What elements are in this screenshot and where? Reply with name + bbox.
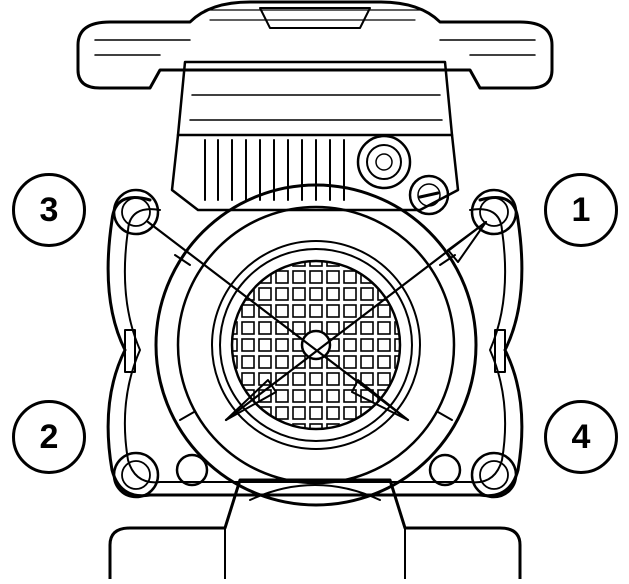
grille-cell (343, 406, 357, 420)
grille-cell (326, 406, 340, 420)
grille-cell (326, 304, 340, 318)
grille-cell (360, 304, 374, 318)
grille-cell (241, 304, 255, 318)
grille-cell (309, 261, 323, 267)
grille-cell (292, 261, 306, 267)
grille-cell (292, 372, 306, 386)
grille-cell (258, 287, 272, 301)
grille-cell (275, 355, 289, 369)
grille-cell (343, 389, 357, 403)
grille-cell (292, 355, 306, 369)
grille-cell (309, 287, 323, 301)
grille-cell (326, 270, 340, 284)
grille-cell (343, 321, 357, 335)
grille-cell (343, 372, 357, 386)
grille-cell (292, 389, 306, 403)
grille-cell (326, 355, 340, 369)
grille-cell (258, 338, 272, 352)
terminal-box (170, 60, 460, 212)
grille-cell (326, 389, 340, 403)
grille-cell (292, 304, 306, 318)
grille-cell (343, 304, 357, 318)
grille-cell (377, 338, 391, 352)
grille-cell (275, 406, 289, 420)
grille-cell (377, 372, 391, 386)
grille-cell (309, 304, 323, 318)
grille-cell (275, 389, 289, 403)
grille-cell (343, 270, 357, 284)
grille-cell (275, 287, 289, 301)
tightening-sequence-lines (146, 220, 488, 422)
callout-3: 3 (12, 173, 86, 247)
grille-cell (258, 355, 272, 369)
grille-cell (241, 321, 255, 335)
callout-2-label: 2 (39, 417, 59, 456)
grille-cell (326, 423, 340, 429)
grille-cell (309, 389, 323, 403)
housing-bolts (112, 188, 518, 499)
grille-cell (309, 423, 323, 429)
grille-cell (377, 304, 391, 318)
grille-cell (232, 321, 238, 335)
grille-cell (394, 338, 400, 352)
pump-base (108, 478, 522, 581)
grille-cell (292, 270, 306, 284)
grille-cell (292, 423, 306, 429)
grille-cell (309, 372, 323, 386)
grille-cell (232, 338, 238, 352)
grille-cell (360, 338, 374, 352)
grille-cell (258, 321, 272, 335)
cable-gland (356, 134, 450, 216)
grille-cell (275, 338, 289, 352)
grille-cell (275, 270, 289, 284)
grille-cell (360, 372, 374, 386)
grille-cell (309, 406, 323, 420)
grille-cell (326, 261, 340, 267)
callout-1-label: 1 (571, 190, 591, 229)
grille-cell (326, 321, 340, 335)
callout-1: 1 (544, 173, 618, 247)
grille-cell (309, 270, 323, 284)
grille-cell (241, 338, 255, 352)
grille-cell (360, 321, 374, 335)
grille-cell (232, 355, 238, 369)
callout-4: 4 (544, 400, 618, 474)
grille-cell (258, 304, 272, 318)
grille-cell (343, 338, 357, 352)
motor-cover (154, 183, 478, 507)
grille-cell (394, 321, 400, 335)
grille-cell (394, 355, 400, 369)
callout-4-label: 4 (571, 417, 591, 456)
grille-cell (241, 355, 255, 369)
fan-grille (230, 259, 402, 431)
grille-cell (377, 355, 391, 369)
grille-cell (292, 321, 306, 335)
grille-cell (275, 304, 289, 318)
grille-cell (326, 372, 340, 386)
grille-cell (292, 287, 306, 301)
grille-cell (343, 287, 357, 301)
grille-cell (258, 372, 272, 386)
grille-cell (241, 372, 255, 386)
grille-cell (377, 321, 391, 335)
grille-cell (360, 355, 374, 369)
terminal-box-lid (76, 0, 554, 90)
grille-cell (275, 372, 289, 386)
grille-cell (343, 355, 357, 369)
grille-cell (360, 287, 374, 301)
callout-3-label: 3 (39, 190, 59, 229)
grille-cell (292, 406, 306, 420)
callout-2: 2 (12, 400, 86, 474)
grille-cell (326, 287, 340, 301)
